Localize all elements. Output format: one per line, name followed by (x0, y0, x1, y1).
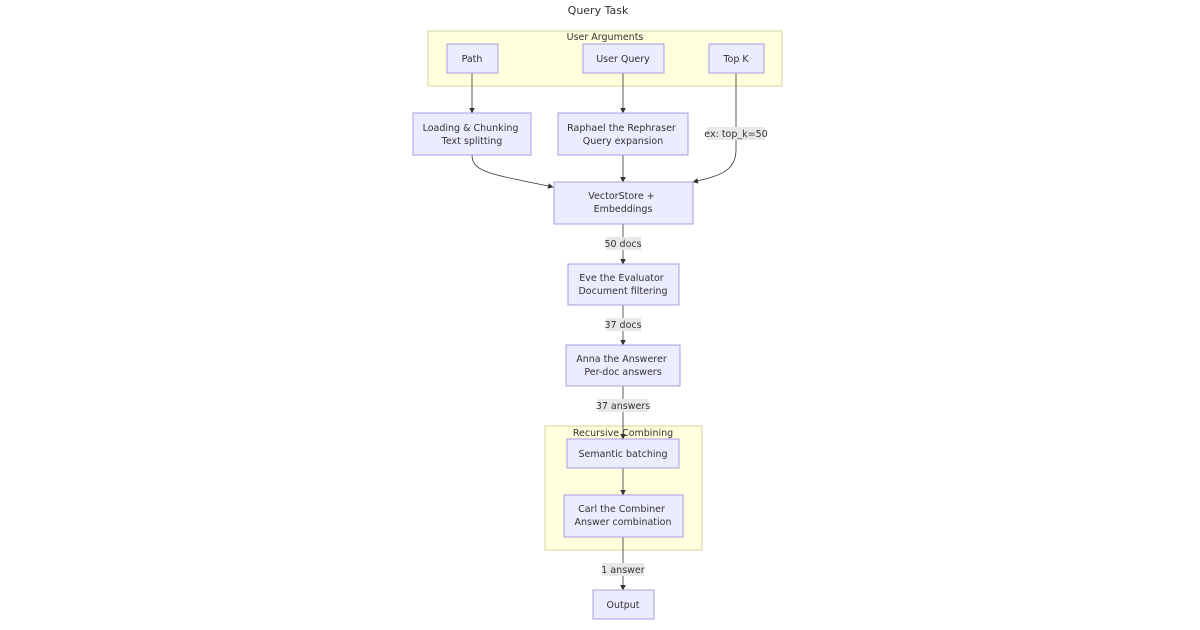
node-carl-combiner-box (563, 494, 684, 538)
node-eve-evaluator-box (567, 263, 680, 306)
node-carl-combiner-line-1: Carl the Combiner (578, 504, 665, 515)
node-vectorstore-label: VectorStore + Embeddings (588, 191, 657, 215)
node-top-k-box (708, 43, 765, 74)
node-vectorstore-box (553, 181, 694, 225)
edge-label-topk-text: ex: top_k=50 (704, 129, 767, 140)
node-loading-chunking-box (412, 112, 532, 156)
node-loading-chunking-label: Loading & Chunking Text splitting (423, 123, 522, 147)
node-loading-chunking-line-2: Text splitting (441, 136, 503, 147)
edge-label-37-answers-text: 37 answers (596, 401, 650, 412)
node-eve-evaluator-line-2: Document filtering (578, 286, 667, 297)
edge-label-37-docs: 37 docs (604, 318, 642, 331)
node-raphael-rephraser-label: Raphael the Rephraser Query expansion (567, 123, 679, 147)
node-user-query-line-1: User Query (596, 54, 650, 65)
edge-label-50-docs-text: 50 docs (604, 239, 641, 250)
node-top-k: Top K (708, 43, 765, 74)
node-anna-answerer-box (565, 344, 681, 387)
node-top-k-label: Top K (722, 54, 749, 65)
node-output-box (592, 589, 655, 620)
edge-label-topk-bg (707, 127, 765, 140)
edge-label-37-answers-bg (598, 399, 648, 412)
node-output-line-1: Output (607, 600, 640, 611)
node-vectorstore-line-1: VectorStore + (588, 191, 654, 202)
node-carl-combiner-line-2: Answer combination (574, 517, 671, 528)
node-vectorstore-line-2: Embeddings (594, 204, 653, 215)
node-semantic-batching-box (566, 438, 680, 469)
edge-topk-to-vectorstore (692, 73, 737, 184)
node-output: Output (592, 589, 655, 620)
nodes: Path User Query Top K Loading & Chunking… (412, 43, 765, 620)
node-raphael-rephraser-box (557, 112, 689, 156)
node-anna-answerer-line-1: Anna the Answerer (576, 354, 667, 365)
node-raphael-rephraser-line-1: Raphael the Rephraser (567, 123, 676, 134)
node-loading-chunking-line-1: Loading & Chunking (423, 123, 519, 134)
edge-label-1-answer-text: 1 answer (601, 565, 644, 576)
node-semantic-batching: Semantic batching (566, 438, 680, 469)
edge-loading-to-vectorstore (471, 154, 554, 189)
edge-label-50-docs: 50 docs (604, 237, 642, 250)
edge-label-37-docs-bg (606, 318, 641, 331)
node-output-label: Output (607, 600, 640, 611)
node-carl-combiner-label: Carl the Combiner Answer combination (574, 504, 671, 528)
diagram-title: Query Task (568, 4, 629, 17)
node-raphael-rephraser-line-2: Query expansion (583, 136, 664, 147)
node-semantic-batching-line-1: Semantic batching (578, 449, 667, 460)
node-anna-answerer-label: Anna the Answerer Per-doc answers (576, 354, 670, 378)
node-path: Path (446, 43, 499, 74)
edge-label-37-answers: 37 answers (596, 399, 650, 412)
edge-labels: ex: top_k=50 50 docs 37 docs 37 answers … (596, 127, 768, 576)
node-semantic-batching-label: Semantic batching (578, 449, 667, 460)
edge-label-1-answer-bg (602, 563, 644, 576)
node-loading-chunking: Loading & Chunking Text splitting (412, 112, 532, 156)
edge-label-50-docs-bg (606, 237, 641, 250)
edges (469, 73, 737, 591)
node-carl-combiner: Carl the Combiner Answer combination (563, 494, 684, 538)
node-raphael-rephraser: Raphael the Rephraser Query expansion (557, 112, 689, 156)
edge-label-37-docs-text: 37 docs (604, 320, 641, 331)
node-path-box (446, 43, 499, 74)
node-user-query-box (582, 43, 665, 74)
node-vectorstore: VectorStore + Embeddings (553, 181, 694, 225)
node-top-k-line-1: Top K (722, 54, 749, 65)
node-path-line-1: Path (462, 54, 483, 65)
edge-label-topk: ex: top_k=50 (704, 127, 768, 140)
node-anna-answerer: Anna the Answerer Per-doc answers (565, 344, 681, 387)
edge-label-1-answer: 1 answer (601, 563, 645, 576)
node-eve-evaluator-label: Eve the Evaluator Document filtering (578, 273, 667, 297)
cluster-user-arguments-label: User Arguments (567, 32, 644, 43)
node-anna-answerer-line-2: Per-doc answers (584, 367, 661, 378)
node-user-query-label: User Query (596, 54, 650, 65)
node-eve-evaluator: Eve the Evaluator Document filtering (567, 263, 680, 306)
node-user-query: User Query (582, 43, 665, 74)
node-eve-evaluator-line-1: Eve the Evaluator (579, 273, 664, 284)
node-path-label: Path (462, 54, 483, 65)
